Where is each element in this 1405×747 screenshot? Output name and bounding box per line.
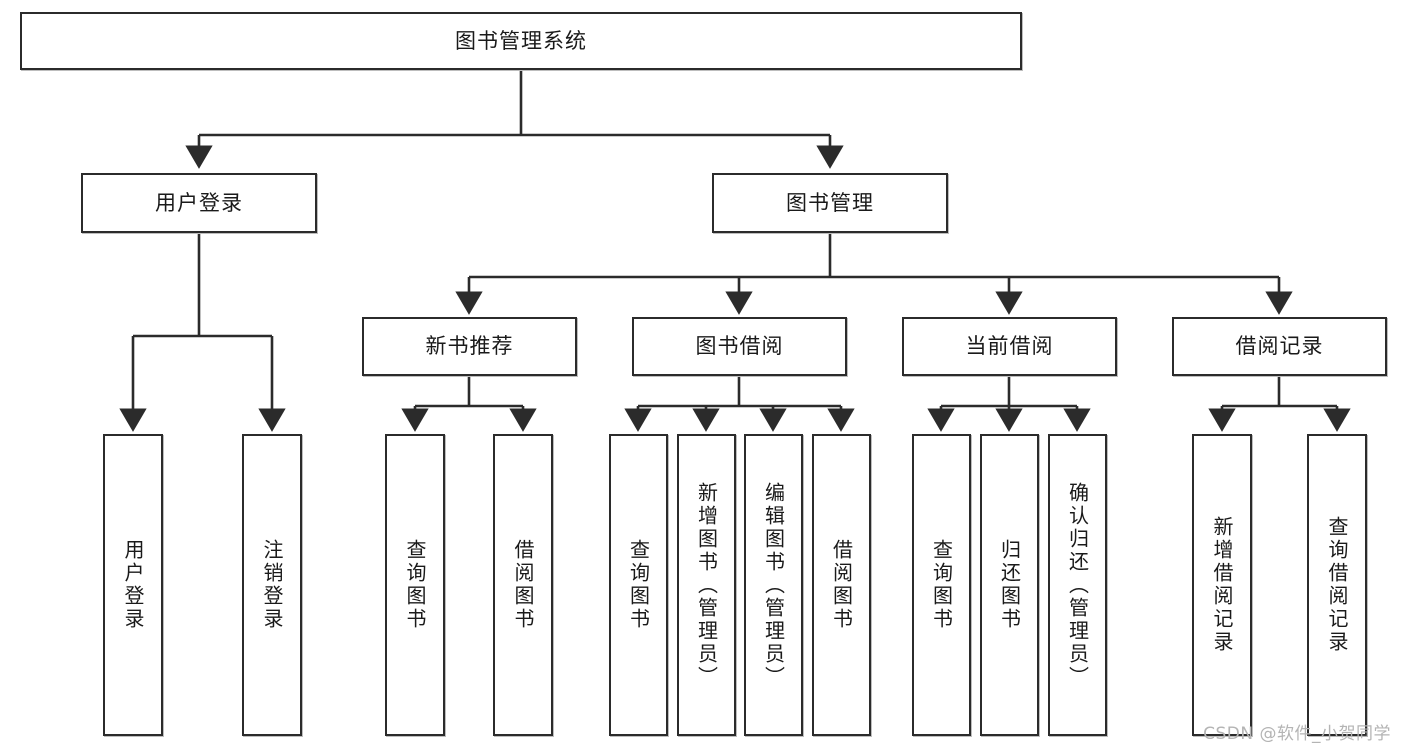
node-new-book-recommend[interactable]: 新书推荐 xyxy=(362,317,577,376)
node-leaf-query-book-3-label: 查询图书 xyxy=(929,539,954,631)
node-leaf-logout-label: 注销登录 xyxy=(260,539,284,631)
node-user-login[interactable]: 用户登录 xyxy=(81,173,317,233)
node-user-login-label: 用户登录 xyxy=(155,190,243,215)
node-root[interactable]: 图书管理系统 xyxy=(20,12,1022,70)
node-leaf-user-login-label: 用户登录 xyxy=(121,539,145,631)
node-leaf-return-book[interactable]: 归还图书 xyxy=(980,434,1039,736)
node-leaf-logout[interactable]: 注销登录 xyxy=(242,434,302,736)
node-leaf-query-book-2-label: 查询图书 xyxy=(626,539,651,631)
node-leaf-return-book-label: 归还图书 xyxy=(997,539,1022,631)
node-leaf-edit-book-admin-label: 编辑图书（管理员） xyxy=(761,481,786,689)
node-leaf-query-book-3[interactable]: 查询图书 xyxy=(912,434,971,736)
node-book-borrow-label: 图书借阅 xyxy=(695,334,784,358)
node-new-book-recommend-label: 新书推荐 xyxy=(425,334,514,358)
node-leaf-query-borrow-record-label: 查询借阅记录 xyxy=(1325,516,1349,654)
node-current-borrow[interactable]: 当前借阅 xyxy=(902,317,1117,376)
node-leaf-borrow-book-1-label: 借阅图书 xyxy=(511,539,535,631)
node-borrow-record[interactable]: 借阅记录 xyxy=(1172,317,1387,376)
node-book-management-label: 图书管理 xyxy=(786,190,874,215)
node-leaf-confirm-return-admin[interactable]: 确认归还（管理员） xyxy=(1048,434,1107,736)
node-leaf-query-book-1-label: 查询图书 xyxy=(403,539,427,631)
node-leaf-query-borrow-record[interactable]: 查询借阅记录 xyxy=(1307,434,1367,736)
node-book-management[interactable]: 图书管理 xyxy=(712,173,948,233)
node-leaf-user-login[interactable]: 用户登录 xyxy=(103,434,163,736)
node-leaf-borrow-book-2[interactable]: 借阅图书 xyxy=(812,434,871,736)
node-book-borrow[interactable]: 图书借阅 xyxy=(632,317,847,376)
node-borrow-record-label: 借阅记录 xyxy=(1235,334,1324,358)
node-leaf-borrow-book-1[interactable]: 借阅图书 xyxy=(493,434,553,736)
node-leaf-query-book-2[interactable]: 查询图书 xyxy=(609,434,668,736)
node-leaf-edit-book-admin[interactable]: 编辑图书（管理员） xyxy=(744,434,803,736)
node-leaf-query-book-1[interactable]: 查询图书 xyxy=(385,434,445,736)
node-leaf-borrow-book-2-label: 借阅图书 xyxy=(829,539,854,631)
node-current-borrow-label: 当前借阅 xyxy=(965,334,1054,358)
node-leaf-add-book-admin-label: 新增图书（管理员） xyxy=(694,481,719,689)
node-leaf-add-borrow-record-label: 新增借阅记录 xyxy=(1210,516,1234,654)
node-leaf-confirm-return-admin-label: 确认归还（管理员） xyxy=(1065,481,1090,689)
node-root-label: 图书管理系统 xyxy=(455,28,587,53)
node-leaf-add-book-admin[interactable]: 新增图书（管理员） xyxy=(677,434,736,736)
node-leaf-add-borrow-record[interactable]: 新增借阅记录 xyxy=(1192,434,1252,736)
